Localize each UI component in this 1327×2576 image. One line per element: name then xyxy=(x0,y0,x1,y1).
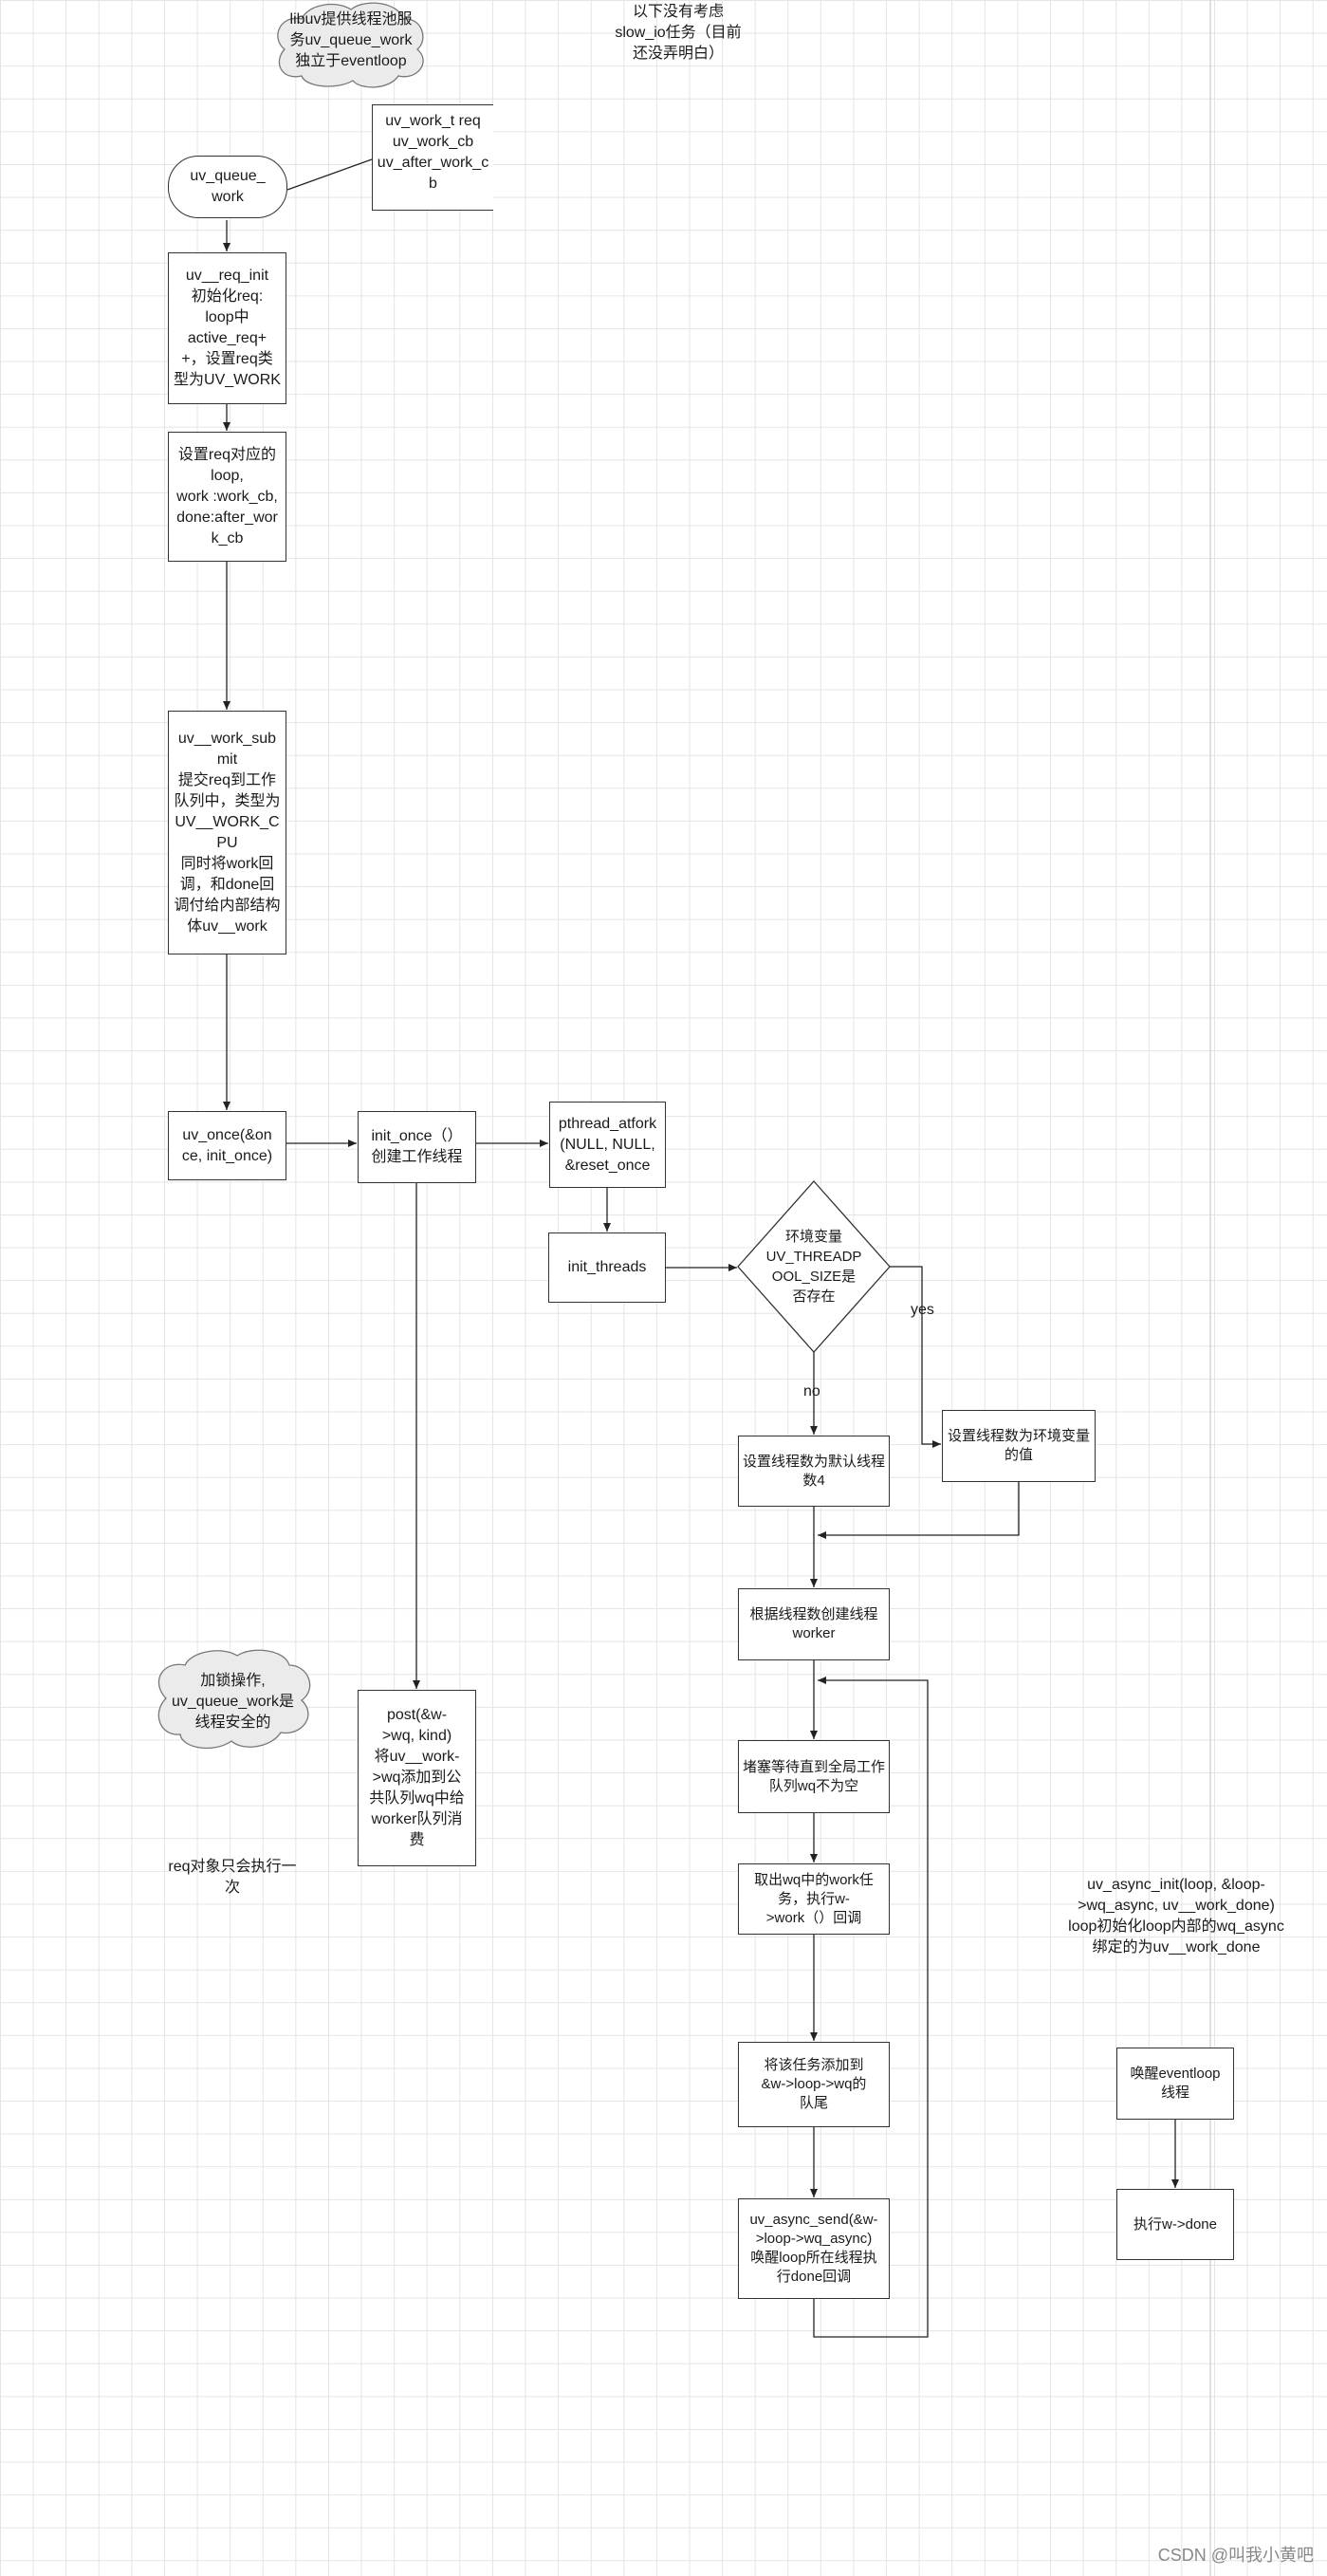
node-uv-once: uv_once(&on ce, init_once) xyxy=(168,1111,286,1180)
node-exec-done: 执行w->done xyxy=(1116,2189,1234,2260)
cloud-thread-safe: 加锁操作, uv_queue_work是 线程安全的 xyxy=(172,1673,294,1731)
node-post: post(&w- >wq, kind) 将uv__work- >wq添加到公 共… xyxy=(358,1690,476,1866)
node-init-once: init_once（） 创建工作线程 xyxy=(358,1111,476,1183)
node-wake-eventloop: 唤醒eventloop 线程 xyxy=(1116,2048,1234,2120)
node-pthread-atfork: pthread_atfork (NULL, NULL, &reset_once xyxy=(549,1102,666,1188)
note-async-init: uv_async_init(loop, &loop- >wq_async, uv… xyxy=(1068,1877,1284,1955)
node-env-check: 环境变量 UV_THREADP OOL_SIZE是 否存在 xyxy=(765,1229,862,1305)
note-slow-io: 以下没有考虑 slow_io任务（目前 还没弄明白） xyxy=(615,4,742,62)
node-uv-work-submit: uv__work_sub mit 提交req到工作 队列中，类型为 UV__WO… xyxy=(168,711,286,954)
cloud-shape-bottom xyxy=(157,1649,311,1750)
cloud-libuv-threadpool: libuv提供线程池服 务uv_queue_work 独立于eventloop xyxy=(289,11,413,69)
label-yes: yes xyxy=(911,1302,934,1318)
node-block-wait: 堵塞等待直到全局工作 队列wq不为空 xyxy=(738,1740,890,1813)
note-req-once: req对象只会执行一 次 xyxy=(168,1859,297,1896)
node-create-workers: 根据线程数创建线程 worker xyxy=(738,1588,890,1660)
node-take-work: 取出wq中的work任 务，执行w- >work（）回调 xyxy=(738,1863,890,1935)
node-init-threads: init_threads xyxy=(548,1232,666,1303)
node-env-threads: 设置线程数为环境变量 的值 xyxy=(942,1410,1096,1482)
node-uv-req-init: uv__req_init 初始化req: loop中 active_req+ +… xyxy=(168,252,286,404)
node-default-threads: 设置线程数为默认线程 数4 xyxy=(738,1436,890,1507)
node-async-send: uv_async_send(&w- >loop->wq_async) 唤醒loo… xyxy=(738,2198,890,2299)
cloud-shape-top xyxy=(277,2,424,88)
node-append-wq: 将该任务添加到 &w->loop->wq的 队尾 xyxy=(738,2042,890,2127)
note-queue-params: uv_work_t req uv_work_cb uv_after_work_c… xyxy=(372,104,493,211)
watermark: CSDN @叫我小黄吧 xyxy=(1157,2546,1314,2565)
node-uv-queue-work: uv_queue_ work xyxy=(168,156,287,218)
node-set-req-loop: 设置req对应的 loop, work :work_cb, done:after… xyxy=(168,432,286,562)
label-no: no xyxy=(803,1383,820,1399)
